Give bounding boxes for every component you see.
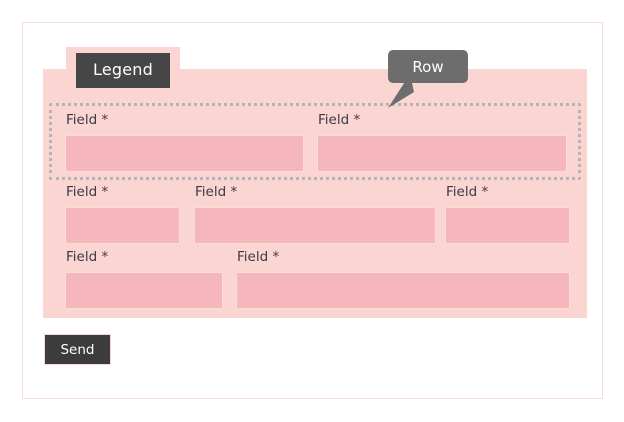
form-field-2: Field * bbox=[317, 112, 567, 172]
form-field-1: Field * bbox=[65, 112, 304, 172]
field-input[interactable] bbox=[236, 271, 570, 309]
row-callout-label: Row bbox=[388, 50, 468, 83]
form-row-3: Field * Field * bbox=[49, 245, 581, 313]
form-field-7: Field * bbox=[236, 249, 570, 309]
field-input[interactable] bbox=[445, 206, 570, 244]
field-input[interactable] bbox=[65, 134, 304, 172]
field-input[interactable] bbox=[65, 271, 223, 309]
field-label: Field * bbox=[66, 184, 109, 200]
field-label: Field * bbox=[66, 112, 109, 128]
form-field-6: Field * bbox=[65, 249, 223, 309]
field-label: Field * bbox=[237, 249, 280, 265]
form-field-3: Field * bbox=[65, 184, 180, 244]
field-label: Field * bbox=[446, 184, 489, 200]
form-row-2: Field * Field * Field * bbox=[49, 180, 581, 248]
field-label: Field * bbox=[318, 112, 361, 128]
form-row-1: Field * Field * bbox=[49, 103, 581, 180]
legend-highlight: Legend bbox=[66, 47, 180, 93]
form-fieldset: Field * Field * Field * Field * Field * … bbox=[43, 69, 587, 318]
form-field-5: Field * bbox=[445, 184, 570, 244]
send-button[interactable]: Send bbox=[44, 334, 111, 365]
field-input[interactable] bbox=[317, 134, 567, 172]
field-label: Field * bbox=[66, 249, 109, 265]
field-input[interactable] bbox=[65, 206, 180, 244]
legend-label: Legend bbox=[76, 53, 170, 88]
field-input[interactable] bbox=[194, 206, 436, 244]
field-label: Field * bbox=[195, 184, 238, 200]
form-field-4: Field * bbox=[194, 184, 436, 244]
